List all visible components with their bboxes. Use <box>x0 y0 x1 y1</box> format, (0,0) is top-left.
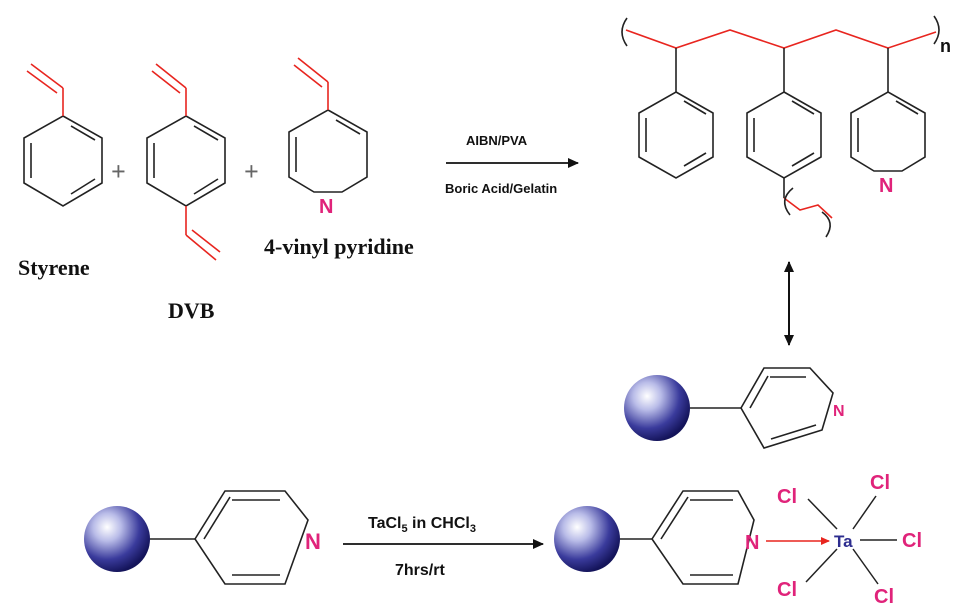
chlorine-atom: Cl <box>874 586 894 605</box>
polymer-backbone <box>625 29 937 49</box>
chlorine-atom: Cl <box>777 579 797 601</box>
nitrogen-atom: N <box>305 529 321 554</box>
bead-pyridine-structure <box>690 367 834 449</box>
crosslink-brackets <box>783 187 831 238</box>
tantalum-atom: Ta <box>834 532 853 551</box>
polymer-bead <box>84 506 150 572</box>
reaction2-reagent-above: TaCl5 in CHCl3 <box>368 515 476 535</box>
reaction1-reagent-below: Boric Acid/Gelatin <box>445 181 557 196</box>
styrene-label: Styrene <box>18 255 90 280</box>
plus-sign: + <box>111 157 126 186</box>
nitrogen-atom: N <box>319 196 333 218</box>
chlorine-atom: Cl <box>902 530 922 552</box>
polymer-pyridine-ring <box>850 91 926 172</box>
nitrogen-atom: N <box>745 532 759 554</box>
plus-sign: + <box>244 157 259 186</box>
polymer-crosslink-ring <box>746 91 822 198</box>
vinylpyridine-label: 4-vinyl pyridine <box>264 234 414 259</box>
polymer-phenyl-ring <box>638 91 714 179</box>
chlorine-atom: Cl <box>777 486 797 508</box>
dvb-label: DVB <box>168 298 215 323</box>
ta-cl-bonds <box>805 495 897 585</box>
dvb-structure <box>146 115 226 207</box>
repeat-unit-n: n <box>940 36 951 56</box>
vinylpyridine-vinyl-group <box>293 57 329 110</box>
polymer-brackets <box>621 15 940 47</box>
styrene-structure <box>23 115 103 207</box>
nitrogen-atom: N <box>879 175 893 197</box>
polymer-crosslink-chain <box>783 197 833 219</box>
polymer-bead <box>624 375 690 441</box>
vinylpyridine-structure <box>288 109 368 193</box>
chlorine-atom: Cl <box>870 472 890 494</box>
polymer-substituent-bonds <box>675 48 889 92</box>
reaction2-condition-below: 7hrs/rt <box>395 562 445 579</box>
product-pyridine-structure <box>620 490 755 585</box>
polymer-bead <box>554 506 620 572</box>
reactant-pyridine-structure <box>150 490 309 585</box>
reaction1-reagent-above: AIBN/PVA <box>466 133 528 148</box>
dvb-vinyl-groups <box>151 63 221 261</box>
styrene-vinyl-group <box>26 63 64 116</box>
nitrogen-atom: N <box>833 403 845 420</box>
